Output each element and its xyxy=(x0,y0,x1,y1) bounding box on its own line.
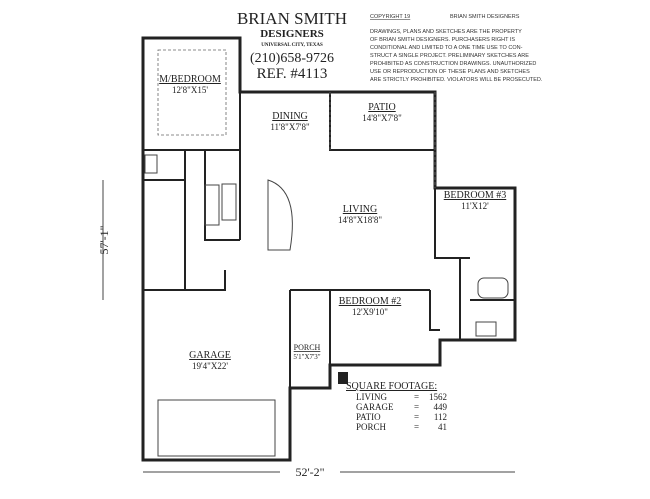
copyright-notice: COPYRIGHT 19 BRIAN SMITH DESIGNERS DRAWI… xyxy=(370,14,543,83)
exterior-walls xyxy=(141,36,517,462)
room-garage-size: 19'4"X22' xyxy=(192,361,228,371)
svg-text:PATIO: PATIO xyxy=(356,412,381,422)
svg-text:=: = xyxy=(414,402,419,412)
room-living-name: LIVING xyxy=(343,204,377,215)
sink-counter xyxy=(204,184,220,226)
room-garage-name: GARAGE xyxy=(189,350,231,361)
copyright-line: STRUCT A SINGLE PROJECT. PRELIMINARY SKE… xyxy=(370,53,529,59)
svg-text:=: = xyxy=(414,412,419,422)
copyright-title: COPYRIGHT 19 xyxy=(370,14,410,20)
sqft-row: LIVING = 1562 xyxy=(356,392,447,402)
copyright-owner: BRIAN SMITH DESIGNERS xyxy=(450,14,520,20)
room-bedroom3-size: 11'X12' xyxy=(461,201,489,211)
svg-text:=: = xyxy=(414,392,419,402)
room-bedroom3-name: BEDROOM #3 xyxy=(444,190,507,201)
sqft-row: GARAGE = 449 xyxy=(356,402,448,412)
fireplace-chimney xyxy=(338,372,348,384)
svg-text:41: 41 xyxy=(438,422,447,432)
width-dimension: 52'-2" xyxy=(295,465,324,479)
room-bedroom2-name: BEDROOM #2 xyxy=(339,296,402,307)
copyright-line: USE OR REPRODUCTION OF THESE PLANS AND S… xyxy=(370,69,530,75)
room-patio-name: PATIO xyxy=(368,102,395,113)
depth-dimension: 57'-1" xyxy=(97,225,111,254)
room-dining-size: 11'8"X7'8" xyxy=(270,122,310,132)
room-patio-size: 14'8"X7'8" xyxy=(362,113,402,123)
company-location: UNIVERSAL CITY, TEXAS xyxy=(261,43,323,48)
svg-text:PORCH: PORCH xyxy=(356,422,387,432)
toilet xyxy=(144,154,158,174)
master-ceiling-outline xyxy=(157,49,227,136)
svg-text:449: 449 xyxy=(434,402,448,412)
company-subtitle: DESIGNERS xyxy=(260,28,324,40)
copyright-line: PROHIBITED AS CONSTRUCTION DRAWINGS. UNA… xyxy=(370,61,536,67)
room-master-size: 12'8"X15' xyxy=(172,85,208,95)
sqft-row: PORCH = 41 xyxy=(356,422,447,432)
svg-text:GARAGE: GARAGE xyxy=(356,402,394,412)
room-living-size: 14'8"X18'8" xyxy=(338,215,382,225)
room-dining-name: DINING xyxy=(272,111,308,122)
kitchen-island xyxy=(267,179,293,251)
svg-text:LIVING: LIVING xyxy=(356,392,387,402)
sqft-row: PATIO = 112 xyxy=(356,412,447,422)
copyright-line: OF BRIAN SMITH DESIGNERS. PURCHASERS RIG… xyxy=(370,37,515,43)
patio-dashed-lines xyxy=(329,92,436,188)
svg-text:=: = xyxy=(414,422,419,432)
bathtub xyxy=(477,277,509,299)
interior-walls xyxy=(143,92,515,388)
room-porch-name: PORCH xyxy=(294,343,321,352)
garage-door xyxy=(157,399,276,457)
plan-ref: REF. #4113 xyxy=(257,66,328,82)
copyright-line: ARE STRICTLY PROHIBITED. VIOLATORS WILL … xyxy=(370,77,543,83)
copyright-line: CONDITIONAL AND LIMITED TO A ONE TIME US… xyxy=(370,45,523,51)
room-porch-size: 5'1"X7'3" xyxy=(293,353,320,361)
svg-text:1562: 1562 xyxy=(429,392,447,402)
company-phone: (210)658-9726 xyxy=(250,51,334,66)
room-bedroom2-size: 12'X9'10" xyxy=(352,307,388,317)
svg-text:112: 112 xyxy=(434,412,447,422)
square-footage-title: SQUARE FOOTAGE: xyxy=(346,381,437,392)
copyright-line: DRAWINGS, PLANS AND SKETCHES ARE THE PRO… xyxy=(370,29,522,35)
room-master-name: M/BEDROOM xyxy=(159,74,221,85)
vanity xyxy=(475,321,497,337)
square-footage-table: SQUARE FOOTAGE: LIVING = 1562 GARAGE = 449 P… xyxy=(346,381,448,432)
cooktop xyxy=(221,183,237,221)
company-name: BRIAN SMITH xyxy=(237,9,347,28)
